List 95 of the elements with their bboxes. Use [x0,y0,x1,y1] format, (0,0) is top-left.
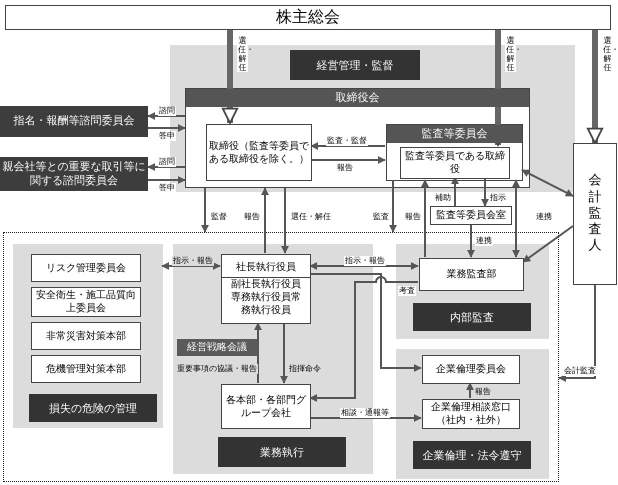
edge-label: 重要事項の協議・報告 [176,364,258,374]
node-label: 監査等委員会室 [435,209,507,222]
node-label: 監査等委員である取締役 [404,150,506,176]
arrow [311,156,386,164]
edge-label: 諮問 [158,157,176,167]
hollow-arrow [586,30,604,144]
arrow [310,414,422,422]
arrow [310,142,385,150]
edge-label: 連携 [475,236,493,246]
arrow [261,187,269,253]
node-label: 取締役（監査等委員である取締役を除く。） [208,140,310,166]
arrow [148,176,186,184]
edge-label: 報告 [404,212,422,222]
node-label: 業務監査部 [446,268,498,281]
org-box [419,258,524,291]
edge-label: 考査 [398,286,416,296]
arrow [522,225,574,263]
node-label: 株主総会 [275,7,341,28]
edge-label: 報告 [474,387,492,397]
edge-label: 諮問 [158,106,176,116]
node-label: 企業倫理相談窓口（社内・社外） [430,401,512,427]
double-arrow [512,179,520,258]
double-arrow [309,262,419,270]
org-box [422,355,520,384]
section-label: 経営管理・監督 [290,50,420,80]
section-label: 内部監査 [413,303,531,331]
arrow [280,323,288,384]
board-frame [185,88,530,188]
section-panel [396,349,549,479]
edge-label: 指示・報告 [172,256,214,266]
node-label: 各本部・各部門グループ会社 [225,394,307,420]
double-arrow [161,262,221,270]
section-label: 企業倫理・法令遵守 [413,441,531,469]
arrow [148,124,186,132]
node-label: 親会社等との重要な取引等に関する諮問委員会 [2,160,146,188]
org-box [430,206,512,225]
header-bar: 取締役会 [186,89,529,107]
node-label: 安全衛生・施工品質向上委員会 [35,289,137,315]
edge-label: 監査 [372,212,390,222]
arrow [309,276,418,402]
committee-box [0,106,148,137]
edge-label: 答申 [158,131,176,141]
node-label: リスク管理委員会 [45,262,127,274]
edge-label: 補助 [434,193,452,203]
node-label: 副社長執行役員専務執行役員常務執行役員 [222,277,310,317]
section-label: 損失の危険の管理 [29,394,157,422]
committee-frame [386,124,523,181]
header-bar: 監査等委員会 [387,125,522,143]
node-label: 危機管理対策本部 [45,362,127,376]
edge-label: 監督 [210,212,228,222]
org-box [31,355,141,383]
arrow [558,285,596,382]
edge-label: 監査・監督 [326,136,368,146]
arrow [466,382,474,398]
arrow [254,322,262,383]
arrow [481,177,489,207]
dotted-region [3,232,559,482]
edge-label: 相談・通報等 [340,408,390,418]
org-box [31,322,141,350]
edge-label: 会計監査 [563,366,597,376]
node-label: 非常災害対策本部 [45,330,127,342]
edge-label: 報告 [336,163,354,173]
org-box [31,254,141,282]
assembly-box [5,5,611,30]
arrow [281,188,289,254]
section-label: 業務執行 [218,437,346,467]
org-box [221,254,311,324]
node-label: 経営戦略会議 [186,341,248,354]
node-label: 企業倫理委員会 [435,363,507,376]
arrow [201,188,209,233]
auditor-box [573,143,617,285]
arrow [389,180,397,233]
section-panel [13,244,163,428]
edge-label: 報告 [243,212,261,222]
edge-label: 連携 [535,212,553,222]
node-label: 指名・報酬等諮問委員会 [12,114,136,129]
org-box [206,124,312,181]
arrow [310,273,422,372]
section-panel [396,244,549,339]
edge-label: 指揮命令 [288,364,322,374]
org-box [422,399,520,429]
arrow [147,163,185,171]
edge-label: 答申 [158,183,176,193]
arrow [421,179,429,257]
arrow [467,225,475,258]
arrow [451,176,459,206]
arrow [147,112,185,120]
edge-label: 指示 [489,193,507,203]
double-arrow [521,169,574,197]
edge-label: 選任・解任 [290,212,332,222]
org-box [221,384,311,429]
edge-label: 指示・報告 [344,256,386,266]
node-label: 会計監査人 [588,173,602,255]
node-label: 社長執行役員 [235,261,297,274]
meeting-box [177,339,257,356]
